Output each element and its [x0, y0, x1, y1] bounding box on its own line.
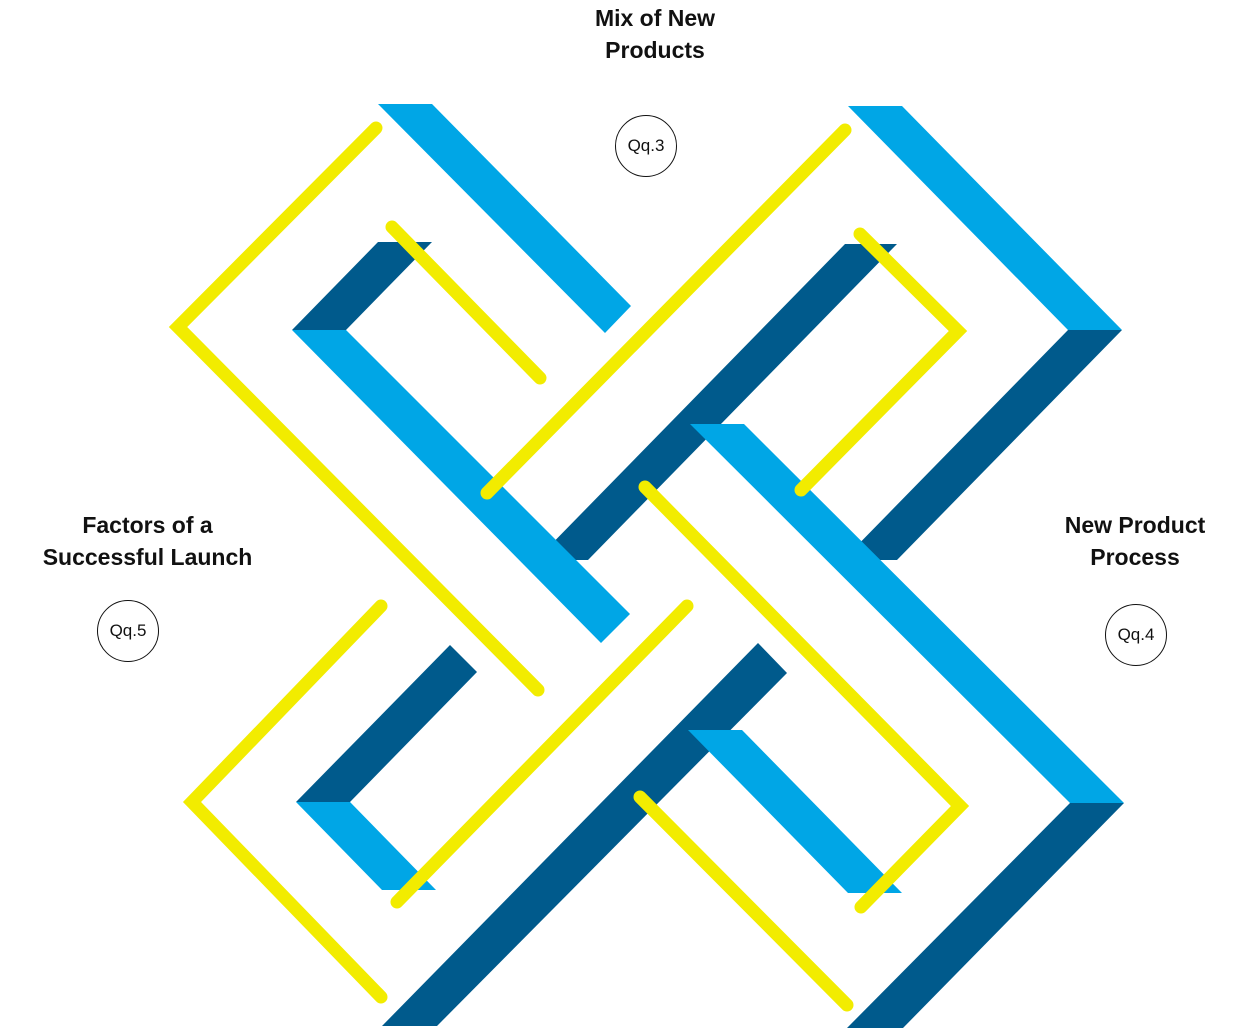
question-badge-qq5: Qq.5: [97, 600, 159, 662]
label-line: Factors of a: [0, 509, 295, 541]
yellow-strand-lower-center: [397, 606, 687, 902]
section-label-mix-of-new-products: Mix of New Products: [555, 2, 755, 66]
dark-band-right-lower: [847, 803, 1124, 1028]
label-line: New Product: [1025, 509, 1235, 541]
label-line: Successful Launch: [0, 541, 295, 573]
yellow-strand-left-large: [178, 128, 538, 690]
section-label-factors-successful-launch: Factors of a Successful Launch: [0, 509, 295, 573]
label-line: Process: [1025, 541, 1235, 573]
question-badge-qq3: Qq.3: [615, 115, 677, 177]
question-badge-qq4: Qq.4: [1105, 604, 1167, 666]
section-label-new-product-process: New Product Process: [1025, 509, 1235, 573]
light-band-top-right: [848, 106, 1122, 330]
yellow-strand-upper-left-inner: [392, 227, 540, 378]
light-band-top-left: [378, 104, 631, 333]
dark-blue-bands: [292, 242, 1124, 1028]
light-blue-bands: [292, 104, 1124, 893]
label-line: Products: [555, 34, 755, 66]
label-line: Mix of New: [555, 2, 755, 34]
yellow-strand-lower-left: [192, 606, 381, 997]
